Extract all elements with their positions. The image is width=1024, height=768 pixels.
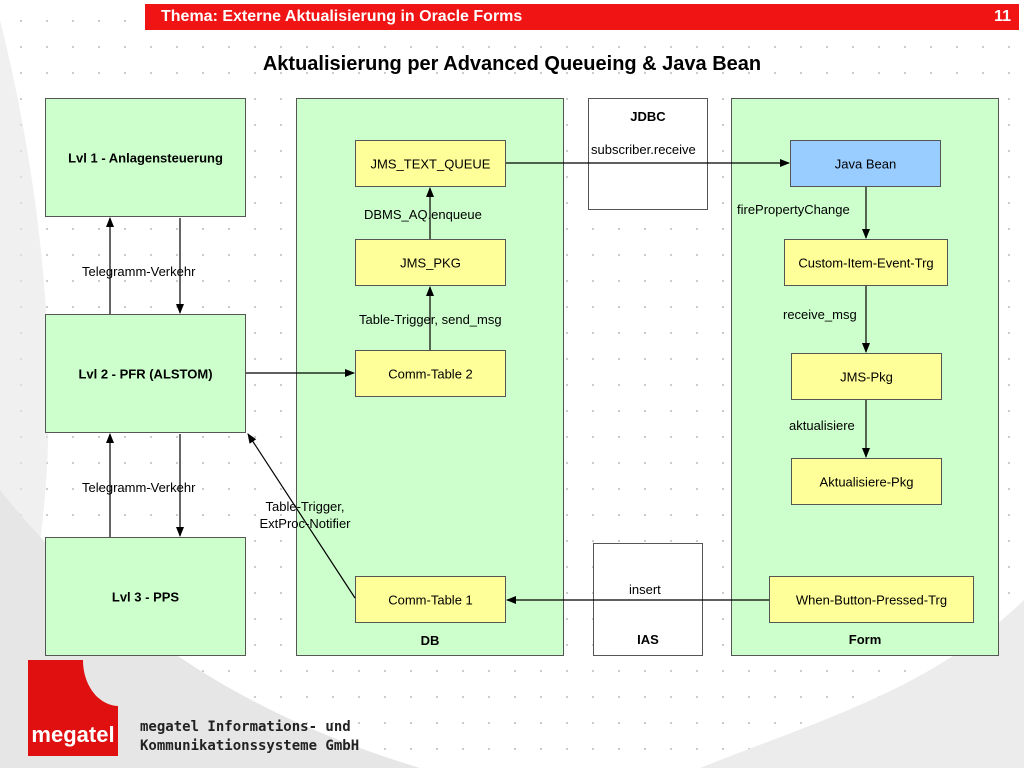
- arrow-comm-table-1-to-lvl2: [247, 433, 356, 599]
- notifier-line1: Table-Trigger,: [265, 499, 345, 514]
- ias-title: IAS: [637, 632, 659, 647]
- aktualisiere-pkg-label: Aktualisiere-Pkg: [819, 474, 914, 489]
- db-title: DB: [420, 633, 440, 648]
- jms-text-queue-box: JMS_TEXT_QUEUE: [355, 140, 506, 187]
- form-title: Form: [848, 632, 882, 647]
- megatel-logo: megatel: [28, 660, 118, 756]
- fire-property-change-label: firePropertyChange: [737, 202, 850, 217]
- company-line2: Kommunikationssysteme GmbH: [140, 738, 360, 754]
- logo-shape-icon: [28, 660, 118, 756]
- header-bar: Thema: Externe Aktualisierung in Oracle …: [145, 4, 1019, 30]
- insert-label: insert: [629, 582, 661, 597]
- notifier-line2: ExtProc-Notifier: [259, 516, 351, 531]
- custom-item-event-label: Custom-Item-Event-Trg: [798, 255, 934, 270]
- telegram-label-upper: Telegramm-Verkehr: [82, 264, 196, 279]
- comm-table-2-box: Comm-Table 2: [355, 350, 506, 397]
- notifier-label: Table-Trigger, ExtProc-Notifier: [240, 498, 370, 532]
- header-title: Thema: Externe Aktualisierung in Oracle …: [161, 8, 523, 25]
- enqueue-label: DBMS_AQ.enqueue: [364, 207, 482, 222]
- jdbc-title: JDBC: [630, 109, 666, 124]
- comm-table-2-label: Comm-Table 2: [388, 366, 473, 381]
- comm-table-1-box: Comm-Table 1: [355, 576, 506, 623]
- lvl1-label: Lvl 1 - Anlagensteuerung: [68, 150, 223, 165]
- jdbc-box: JDBC: [588, 98, 708, 210]
- lvl1-box: Lvl 1 - Anlagensteuerung: [45, 98, 246, 217]
- subscriber-receive-label: subscriber.receive: [591, 142, 696, 157]
- lvl3-label: Lvl 3 - PPS: [111, 589, 180, 604]
- company-line1: megatel Informations- und: [140, 719, 351, 735]
- when-button-pressed-label: When-Button-Pressed-Trg: [795, 592, 948, 607]
- company-name: megatel Informations- und Kommunikations…: [140, 718, 359, 756]
- jms-pkg-label: JMS_PKG: [400, 255, 461, 270]
- when-button-pressed-box: When-Button-Pressed-Trg: [769, 576, 974, 623]
- jms-pkg-form-label: JMS-Pkg: [840, 369, 893, 384]
- jms-pkg-box: JMS_PKG: [355, 239, 506, 286]
- lvl2-box: Lvl 2 - PFR (ALSTOM): [45, 314, 246, 433]
- slide-title: Aktualisierung per Advanced Queueing & J…: [262, 53, 762, 75]
- table-trigger-send-label: Table-Trigger, send_msg: [359, 312, 502, 327]
- custom-item-event-box: Custom-Item-Event-Trg: [784, 239, 948, 286]
- comm-table-1-label: Comm-Table 1: [388, 592, 473, 607]
- aktualisiere-pkg-box: Aktualisiere-Pkg: [791, 458, 942, 505]
- java-bean-box: Java Bean: [790, 140, 941, 187]
- receive-msg-label: receive_msg: [783, 307, 857, 322]
- telegram-label-lower: Telegramm-Verkehr: [82, 480, 196, 495]
- jms-pkg-form-box: JMS-Pkg: [791, 353, 942, 400]
- aktualisiere-label: aktualisiere: [789, 418, 855, 433]
- lvl3-box: Lvl 3 - PPS: [45, 537, 246, 656]
- java-bean-label: Java Bean: [834, 156, 897, 171]
- jms-text-queue-label: JMS_TEXT_QUEUE: [370, 156, 491, 171]
- page-number: 11: [994, 8, 1011, 25]
- logo-text: megatel: [31, 722, 115, 747]
- lvl2-label: Lvl 2 - PFR (ALSTOM): [78, 366, 213, 381]
